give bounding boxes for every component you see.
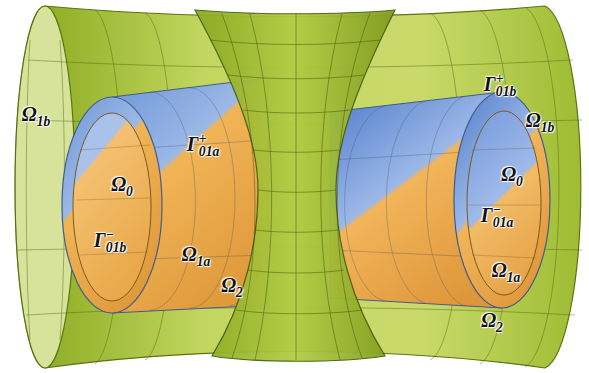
subscript: 0 [126, 184, 133, 199]
superscript: − [493, 204, 513, 217]
region-label: Γ+01a [187, 133, 219, 159]
subscript: 0 [516, 174, 523, 189]
region-label: Ω2 [481, 310, 503, 334]
symbol-letter: Ω [526, 109, 541, 131]
subscript: 01a [493, 217, 513, 230]
subscript: 2 [496, 320, 503, 335]
region-label: Ω1b [526, 110, 555, 134]
symbol-letter: Ω [111, 173, 126, 195]
region-label: Ω0 [111, 174, 133, 198]
index-stack: −01b [106, 229, 126, 255]
symbol-letter: Γ [481, 204, 493, 226]
subscript: 1b [541, 120, 555, 135]
symbol-letter: Γ [187, 133, 199, 155]
region-label: Γ−01a [481, 204, 513, 230]
region-label: Ω1a [492, 260, 521, 284]
index-stack: −01a [493, 204, 513, 230]
region-label: Ω2 [221, 275, 243, 299]
subscript: 01a [199, 146, 219, 159]
superscript: + [496, 73, 516, 86]
region-label: Γ−01b [94, 229, 126, 255]
region-label: Ω0 [501, 164, 523, 188]
superscript: + [199, 133, 219, 146]
index-stack: +01b [496, 73, 516, 99]
symbol-letter: Ω [501, 163, 516, 185]
symbol-letter: Ω [182, 243, 197, 265]
subscript: 1a [197, 254, 211, 269]
region-label: Ω1b [22, 104, 51, 128]
subscript: 01b [496, 86, 516, 99]
symbol-letter: Γ [94, 229, 106, 251]
subscript: 2 [236, 285, 243, 300]
symbol-letter: Γ [484, 73, 496, 95]
subscript: 01b [106, 242, 126, 255]
symbol-letter: Ω [22, 103, 37, 125]
symbol-letter: Ω [492, 259, 507, 281]
symbol-letter: Ω [221, 274, 236, 296]
region-label: Γ+01b [484, 73, 516, 99]
symbol-letter: Ω [481, 309, 496, 331]
region-label: Ω1a [182, 244, 211, 268]
subscript: 1b [37, 114, 51, 129]
subscript: 1a [507, 270, 521, 285]
index-stack: +01a [199, 133, 219, 159]
superscript: − [106, 229, 126, 242]
